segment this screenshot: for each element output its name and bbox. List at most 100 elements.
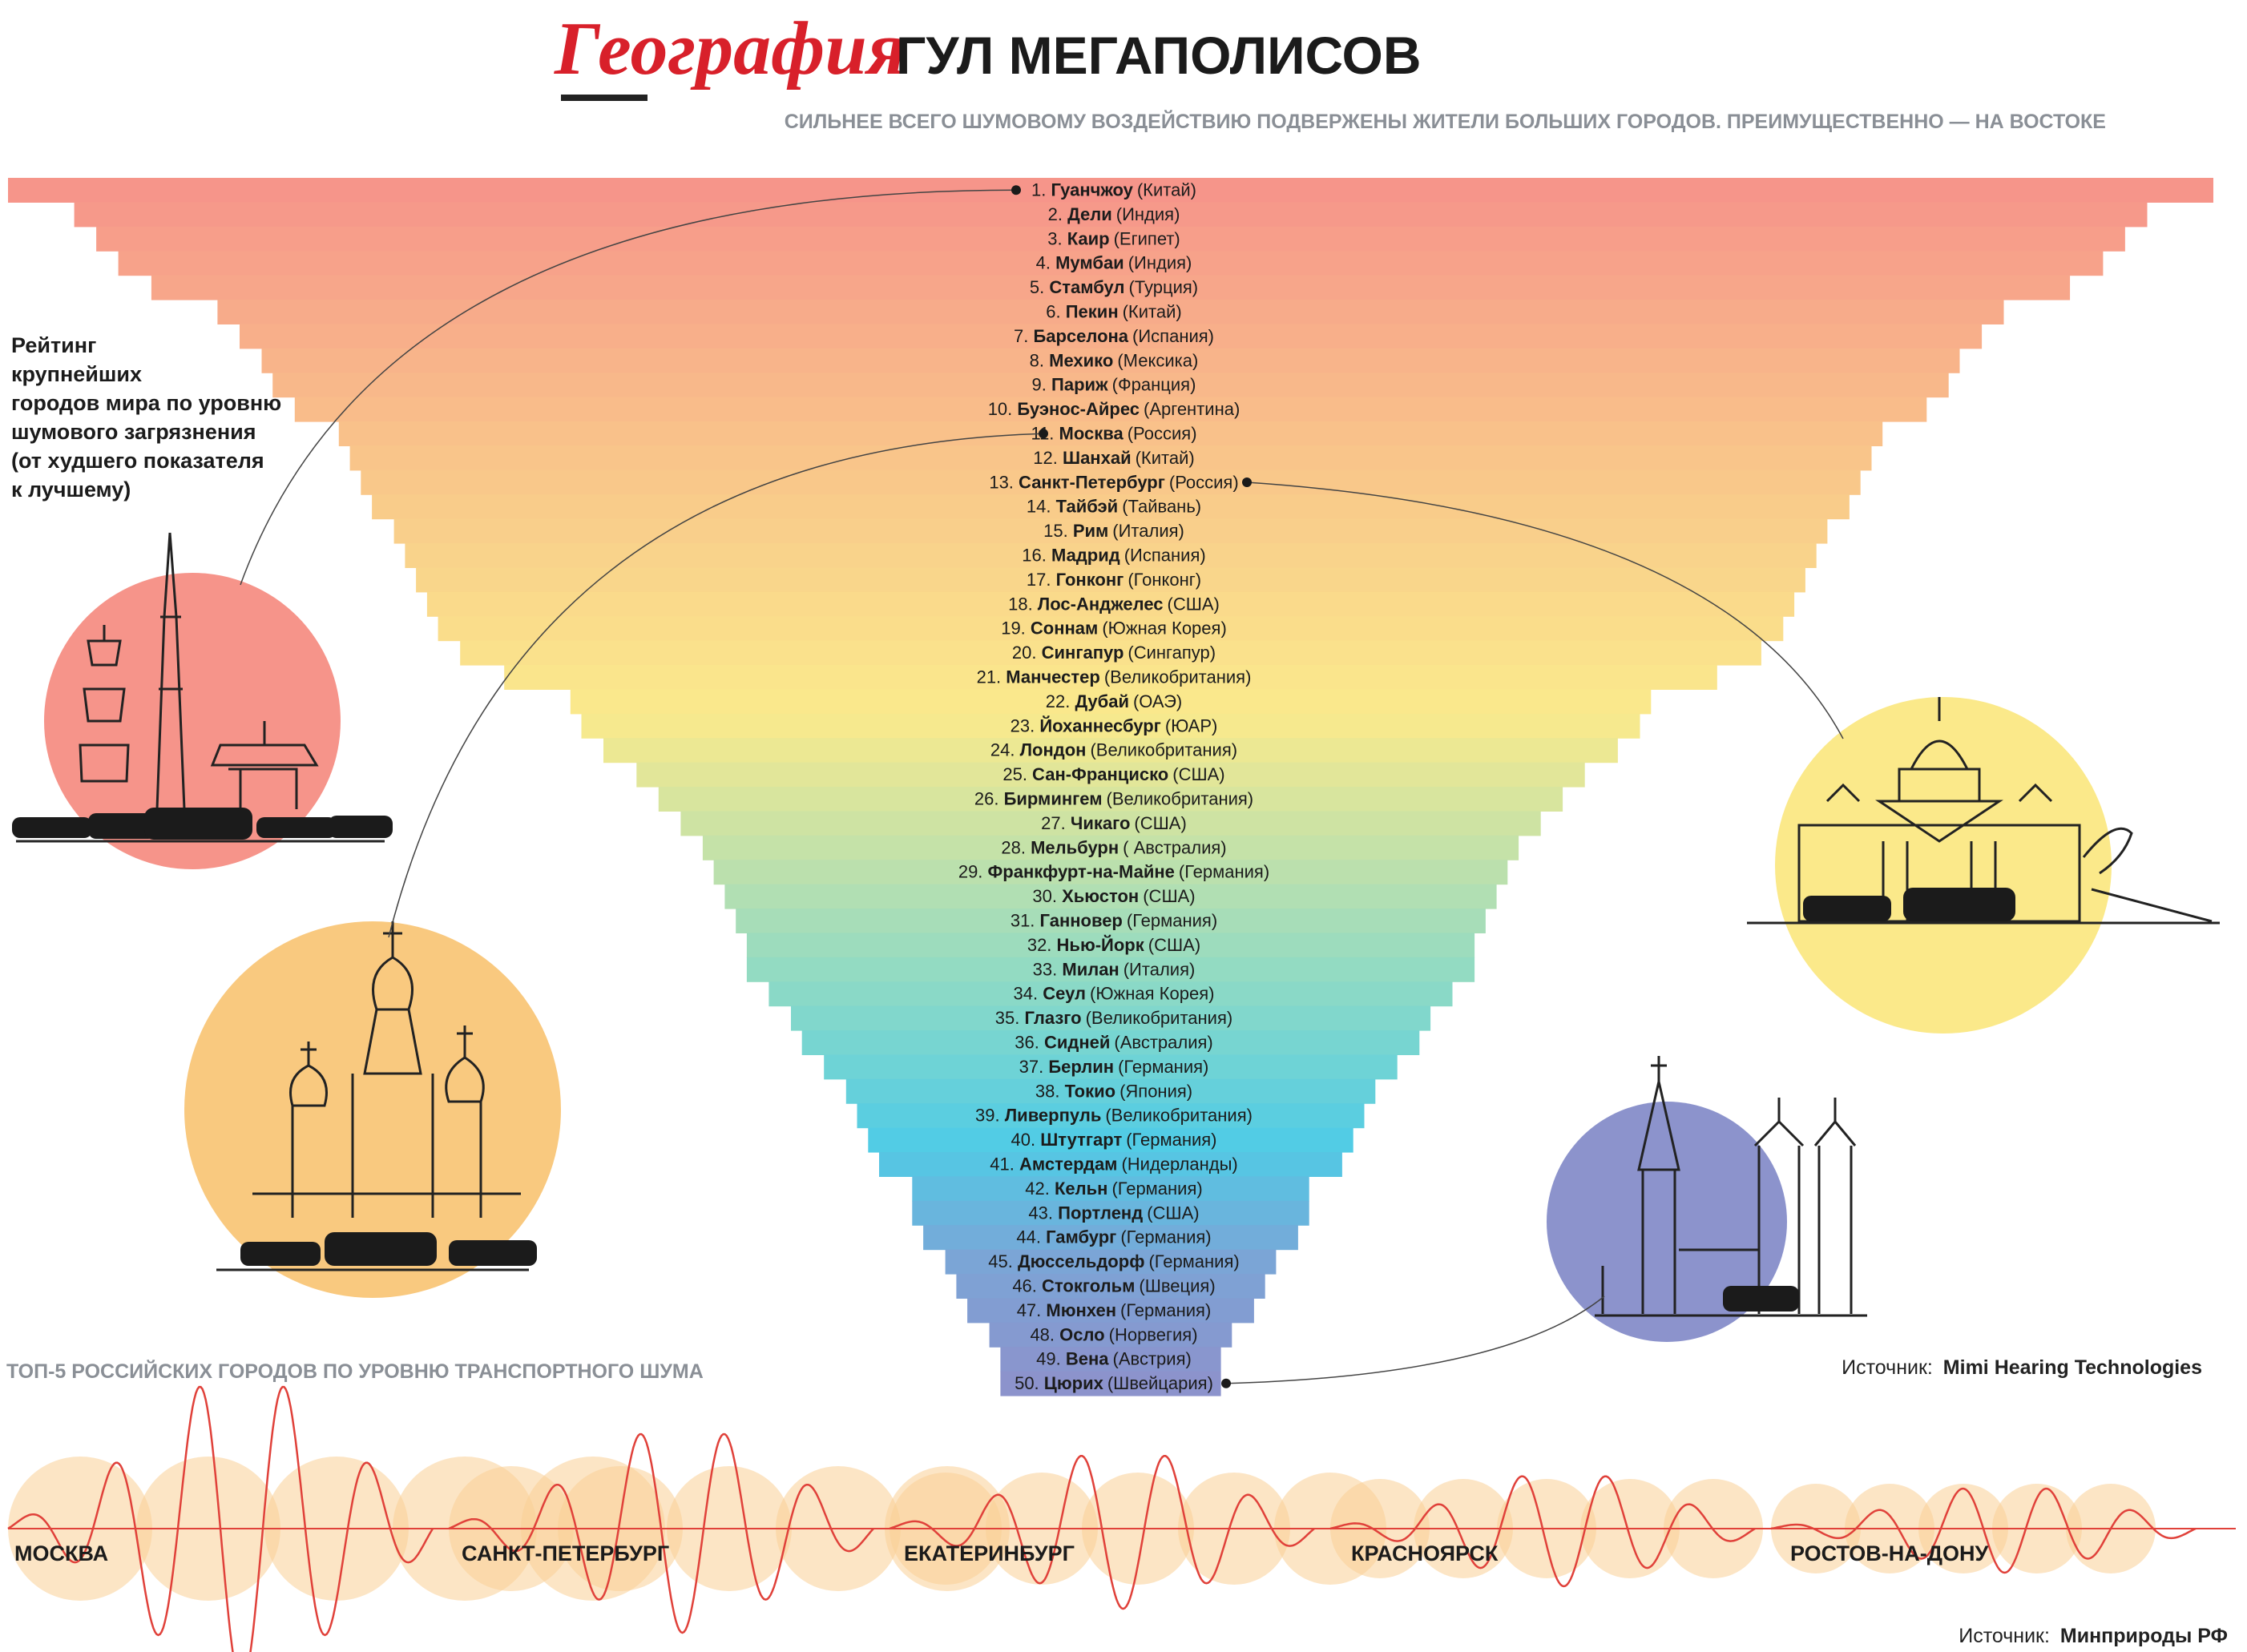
ranking-country: (Великобритания) [1104, 667, 1252, 687]
ranking-rank: 38. [1035, 1081, 1065, 1101]
ranking-country: (Аргентина) [1144, 399, 1240, 419]
ranking-rank: 23. [1011, 715, 1040, 735]
ranking-rank: 39. [975, 1106, 1005, 1126]
ranking-city: Сидней [1044, 1033, 1110, 1053]
ranking-label: 2. Дели(Индия) [1048, 204, 1180, 224]
ranking-label: 29. Франкфурт-на-Майне(Германия) [958, 862, 1269, 882]
ranking-rank: 5. [1030, 277, 1049, 297]
ranking-label: 40. Штутгарт(Германия) [1011, 1130, 1216, 1150]
ranking-bar [791, 1005, 1431, 1031]
ranking-country: (США) [1143, 886, 1195, 906]
ranking-label: 6. Пекин(Китай) [1046, 302, 1181, 322]
ranking-bar [845, 1078, 1376, 1104]
ranking-rank: 20. [1012, 643, 1042, 663]
ranking-city: Тайбэй [1056, 497, 1119, 517]
ranking-city: Нью-Йорк [1057, 935, 1145, 955]
rating-description-line: Рейтинг [11, 333, 96, 357]
ranking-bar [1000, 1371, 1221, 1396]
ranking-bar [338, 421, 1883, 446]
ranking-bar [393, 518, 1828, 544]
ranking-rank: 19. [1001, 618, 1031, 639]
ranking-label: 50. Цюрих(Швейцария) [1015, 1373, 1213, 1393]
ranking-label: 30. Хьюстон(США) [1032, 886, 1195, 906]
ranking-bar [361, 469, 1861, 495]
source-1-label: Источник: [1842, 1356, 1933, 1379]
connector-dot [1039, 429, 1048, 439]
ranking-bar [272, 373, 1949, 398]
ranking-bar [746, 957, 1475, 982]
connector-dot [1011, 185, 1021, 195]
ranking-city: Санкт-Петербург [1019, 472, 1165, 492]
ranking-rank: 18. [1008, 594, 1038, 614]
ranking-rank: 6. [1046, 302, 1065, 322]
ranking-label: 46. Стокгольм(Швеция) [1012, 1276, 1215, 1296]
ranking-city: Хьюстон [1062, 886, 1139, 906]
ranking-bar [416, 567, 1805, 593]
ranking-city: Соннам [1031, 618, 1098, 639]
connector-dot [1221, 1378, 1231, 1388]
ranking-bar [603, 738, 1618, 764]
ranking-rank: 33. [1033, 959, 1063, 979]
connector-line [240, 189, 1017, 586]
ranking-city: Милан [1062, 959, 1119, 979]
ranking-city: Рим [1073, 521, 1108, 541]
ranking-city: Барселона [1033, 326, 1128, 346]
ranking-label: 19. Соннам(Южная Корея) [1001, 618, 1227, 639]
ranking-country: (Россия) [1128, 424, 1197, 444]
ranking-rank: 45. [988, 1251, 1018, 1271]
ranking-city: Сеул [1043, 984, 1086, 1004]
ranking-city: Гонконг [1056, 570, 1124, 590]
ranking-rank: 44. [1016, 1227, 1046, 1247]
ranking-rank: 26. [974, 789, 1004, 809]
ranking-city: Осло [1059, 1324, 1104, 1344]
russian-city-label: КРАСНОЯРСК [1351, 1541, 1499, 1565]
ranking-city: Мюнхен [1046, 1300, 1116, 1320]
ranking-country: (Великобритания) [1086, 1008, 1233, 1028]
ranking-city: Бирмингем [1004, 789, 1103, 809]
ranking-city: Сингапур [1042, 643, 1124, 663]
russian-city-label: МОСКВА [14, 1541, 108, 1565]
ranking-city: Вена [1066, 1349, 1109, 1369]
ranking-country: (ОАЭ) [1133, 691, 1182, 711]
ranking-rank: 28. [1001, 837, 1031, 857]
ranking-bar [736, 909, 1486, 933]
ranking-city: Шанхай [1063, 448, 1132, 468]
ranking-label: 16. Мадрид(Испания) [1022, 546, 1205, 566]
ranking-rank: 22. [1046, 691, 1075, 711]
ranking-city: Лондон [1020, 740, 1087, 760]
ranking-rank: 36. [1015, 1033, 1044, 1053]
ranking-bar [504, 665, 1717, 690]
ranking-country: (Гонконг) [1128, 570, 1201, 590]
ranking-city: Мехико [1049, 350, 1113, 370]
ranking-city: Каир [1067, 228, 1110, 248]
ranking-label: 10. Буэнос-Айрес(Аргентина) [988, 399, 1240, 419]
ranking-city: Штутгарт [1040, 1130, 1122, 1150]
ranking-rank: 50. [1015, 1373, 1044, 1393]
ranking-label: 48. Осло(Норвегия) [1030, 1324, 1197, 1344]
ranking-country: (ЮАР) [1165, 715, 1218, 735]
ranking-rank: 10. [988, 399, 1018, 419]
ranking-country: (Австралия) [1114, 1033, 1212, 1053]
ranking-label: 34. Сеул(Южная Корея) [1014, 984, 1215, 1004]
ranking-label: 42. Кельн(Германия) [1025, 1179, 1202, 1199]
ranking-label: 14. Тайбэй(Тайвань) [1027, 497, 1201, 517]
rubric-underline [561, 95, 647, 101]
ranking-bar [460, 640, 1761, 666]
ranking-label: 5. Стамбул(Турция) [1030, 277, 1198, 297]
ranking-bar [912, 1176, 1309, 1202]
rating-description-line: крупнейших [11, 362, 142, 386]
ranking-label: 17. Гонконг(Гонконг) [1027, 570, 1201, 590]
ranking-rank: 2. [1048, 204, 1067, 224]
header: География ГУЛ МЕГАПОЛИСОВ СИЛЬНЕЕ ВСЕГО … [554, 7, 2106, 133]
ranking-bar [349, 445, 1872, 471]
ranking-city: Чикаго [1071, 813, 1131, 833]
moscow-circle [184, 921, 561, 1298]
ranking-city: Кельн [1055, 1179, 1107, 1199]
ranking-city: Мадрид [1051, 546, 1120, 566]
ranking-label: 20. Сингапур(Сингапур) [1012, 643, 1216, 663]
ranking-bar [74, 202, 2148, 228]
connector-lines [240, 185, 1844, 1388]
